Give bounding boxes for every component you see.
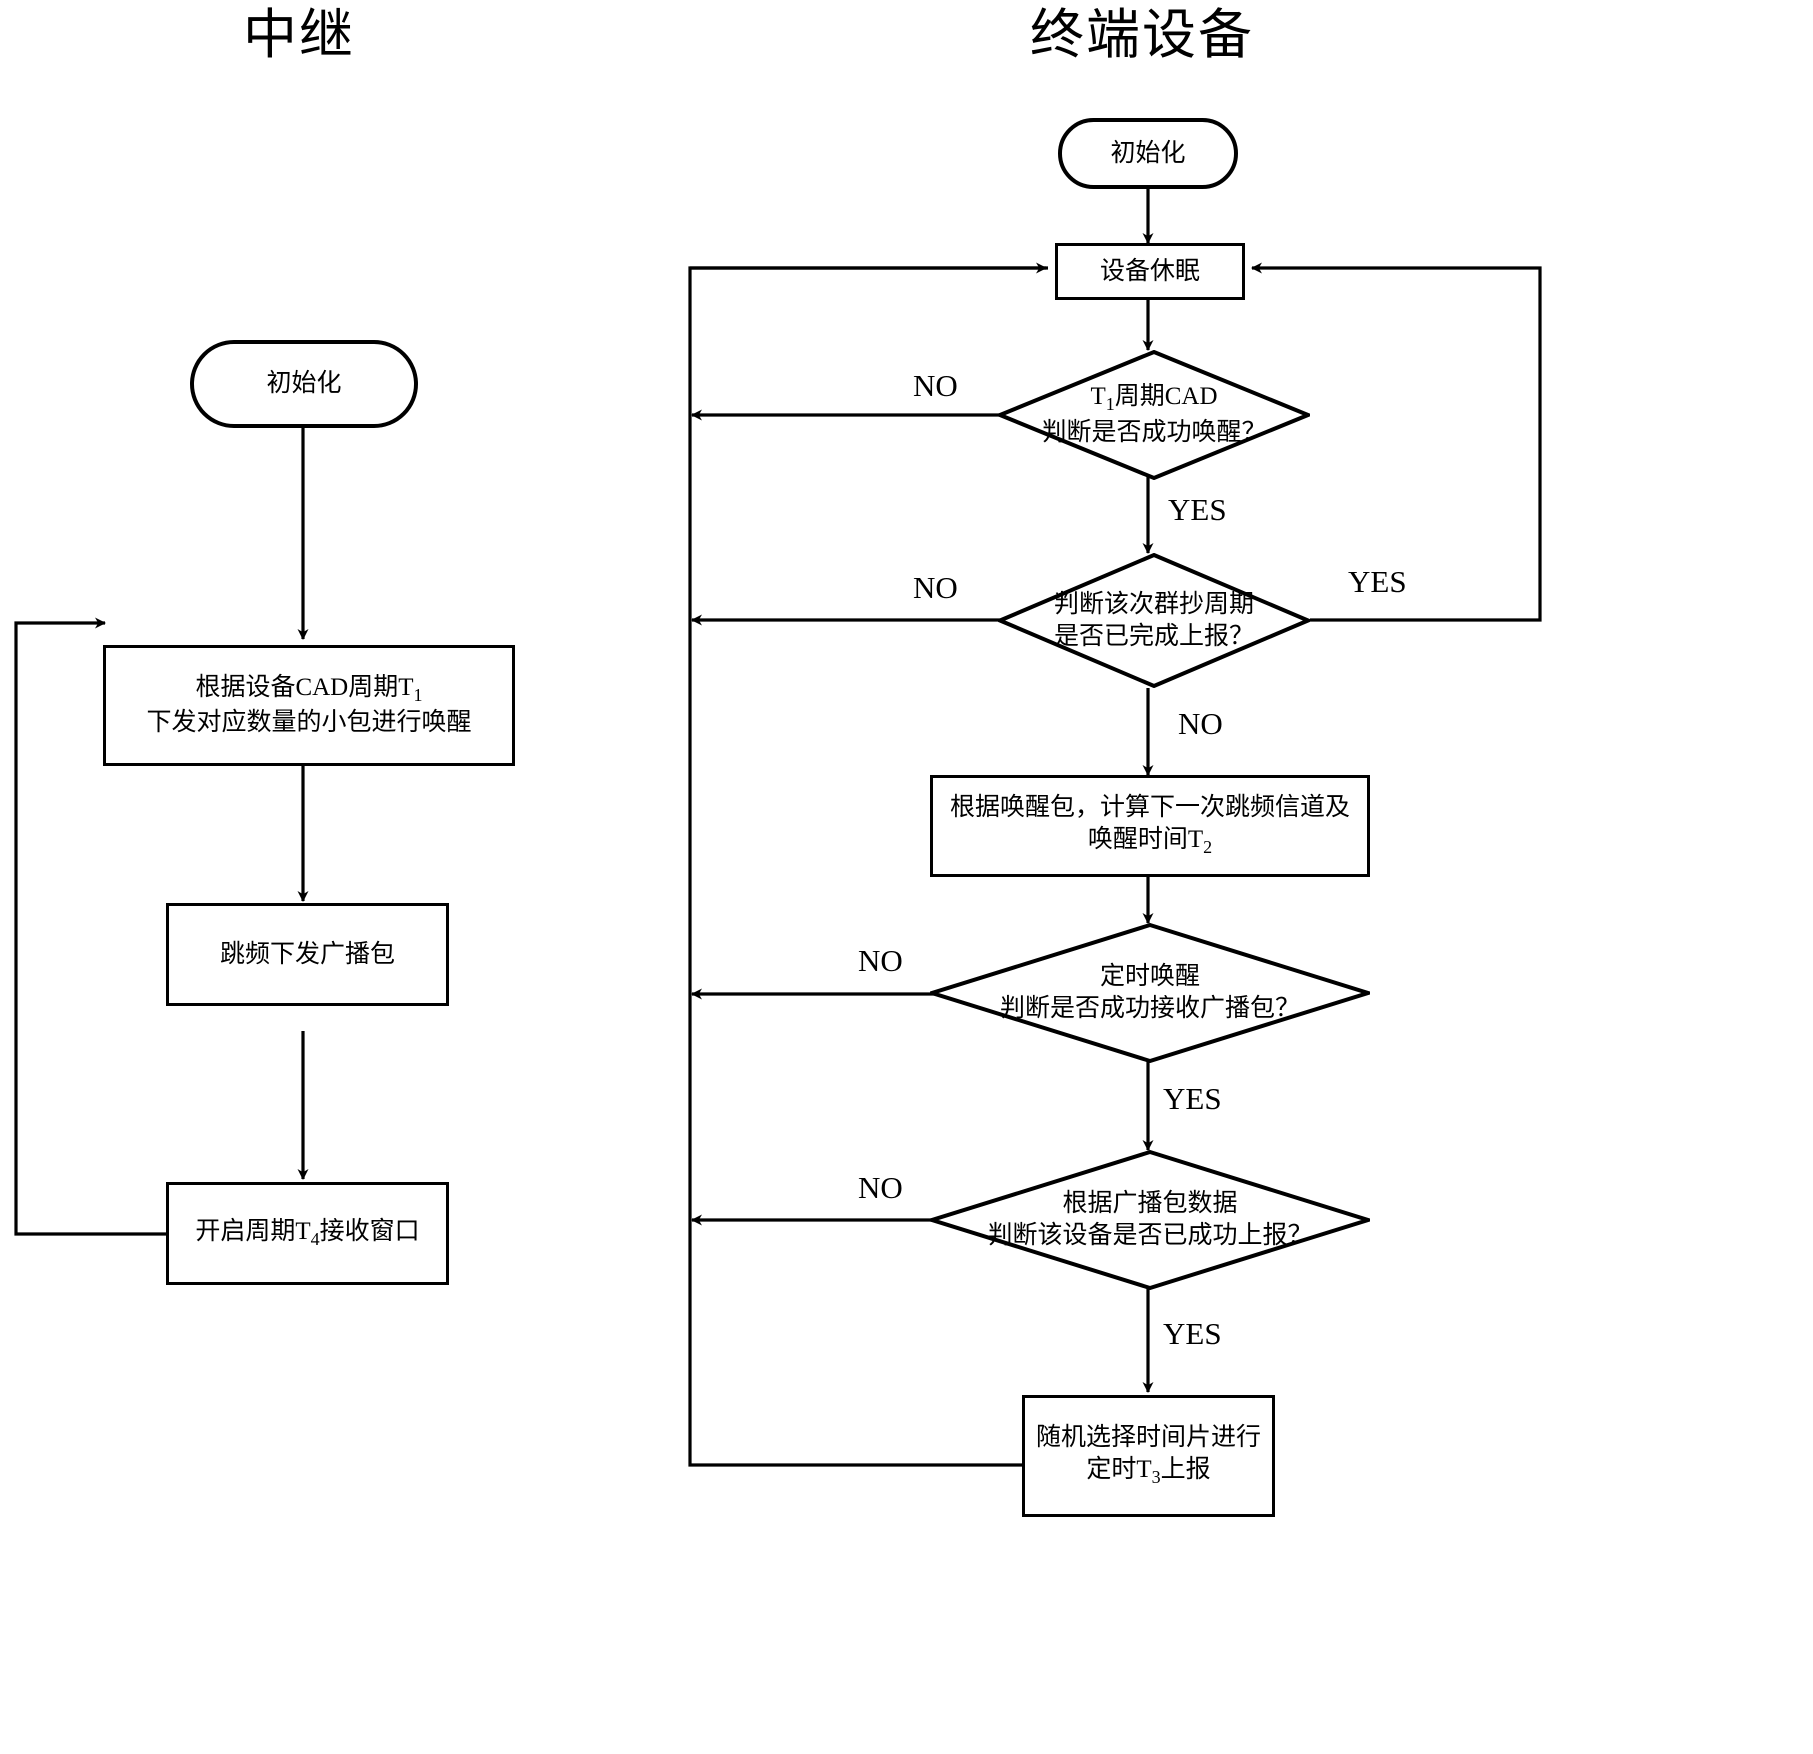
left-rx-sub: 4: [310, 1228, 320, 1249]
report-pre2: 定时T: [1086, 1456, 1152, 1484]
edge-label-d2-no: NO: [913, 570, 958, 605]
d1-sub: 1: [1105, 394, 1115, 415]
d4-line2: 判断该设备是否已成功上报？: [987, 1222, 1313, 1249]
d3-line2: 判断是否成功接收广播包？: [999, 995, 1300, 1022]
d1-post: 周期CAD: [1114, 383, 1218, 411]
report-post2: 上报: [1160, 1456, 1211, 1484]
d2-line1: 判断该次群抄周期: [1053, 590, 1254, 618]
calc-sub2: 2: [1203, 837, 1213, 858]
left-column-title: 中继: [243, 5, 355, 65]
left-node-wake-packets[interactable]: 根据设备CAD周期T1 下发对应数量的小包进行唤醒: [103, 645, 515, 766]
left-wake-sub1: 1: [413, 684, 423, 705]
edge-label-d3-yes: YES: [1163, 1081, 1222, 1116]
d3-line1: 定时唤醒: [1099, 963, 1200, 990]
d1-line2: 判断是否成功唤醒？: [1041, 418, 1267, 446]
edge-label-d1-yes: YES: [1168, 492, 1227, 527]
edge-label-d2-down-no: NO: [1178, 706, 1223, 741]
left-rx-pre: 开启周期T: [195, 1217, 311, 1245]
left-wake-line1: 根据设备CAD周期T: [195, 673, 414, 701]
edge-label-d1-no: NO: [913, 368, 958, 403]
right-device-sleep-label: 设备休眠: [1099, 257, 1200, 285]
left-node-hop-broadcast[interactable]: 跳频下发广播包: [166, 903, 449, 1006]
right-decision-group-read-reported[interactable]: 判断该次群抄周期 是否已完成上报？: [998, 553, 1310, 688]
right-column-title: 终端设备: [1030, 5, 1254, 65]
edge-label-d4-no: NO: [858, 1170, 903, 1205]
report-sub2: 3: [1151, 1467, 1161, 1488]
left-initialize-label: 初始化: [266, 370, 342, 397]
report-line1: 随机选择时间片进行: [1035, 1424, 1261, 1452]
left-node-open-rx-window[interactable]: 开启周期T4接收窗口: [166, 1182, 449, 1285]
right-decision-timed-wakeup-rx[interactable]: 定时唤醒 判断是否成功接收广播包？: [930, 923, 1370, 1063]
left-hop-broadcast-label: 跳频下发广播包: [219, 940, 395, 968]
d2-line2: 是否已完成上报？: [1053, 622, 1254, 650]
right-decision-cad-wakeup[interactable]: T1周期CAD 判断是否成功唤醒？: [998, 350, 1310, 480]
right-decision-device-reported[interactable]: 根据广播包数据 判断该设备是否已成功上报？: [930, 1150, 1370, 1290]
right-initialize-label: 初始化: [1110, 139, 1186, 167]
left-rx-post: 接收窗口: [319, 1217, 420, 1245]
calc-pre2: 唤醒时间T: [1087, 826, 1204, 854]
calc-line1: 根据唤醒包，计算下一次跳频信道及: [949, 794, 1350, 822]
edge-label-d4-yes: YES: [1163, 1316, 1222, 1351]
left-wake-line2: 下发对应数量的小包进行唤醒: [146, 709, 472, 737]
d4-line1: 根据广播包数据: [1062, 1190, 1238, 1217]
right-node-initialize[interactable]: 初始化: [1058, 118, 1238, 189]
right-node-random-slot-report[interactable]: 随机选择时间片进行 定时T3上报: [1022, 1395, 1275, 1517]
d1-pre: T: [1090, 383, 1106, 411]
edge-label-d3-no: NO: [858, 943, 903, 978]
edge-label-d2-yes: YES: [1348, 564, 1407, 599]
left-node-initialize[interactable]: 初始化: [190, 340, 418, 428]
right-node-calc-next-hop[interactable]: 根据唤醒包，计算下一次跳频信道及 唤醒时间T2: [930, 775, 1370, 877]
right-node-device-sleep[interactable]: 设备休眠: [1055, 243, 1245, 300]
